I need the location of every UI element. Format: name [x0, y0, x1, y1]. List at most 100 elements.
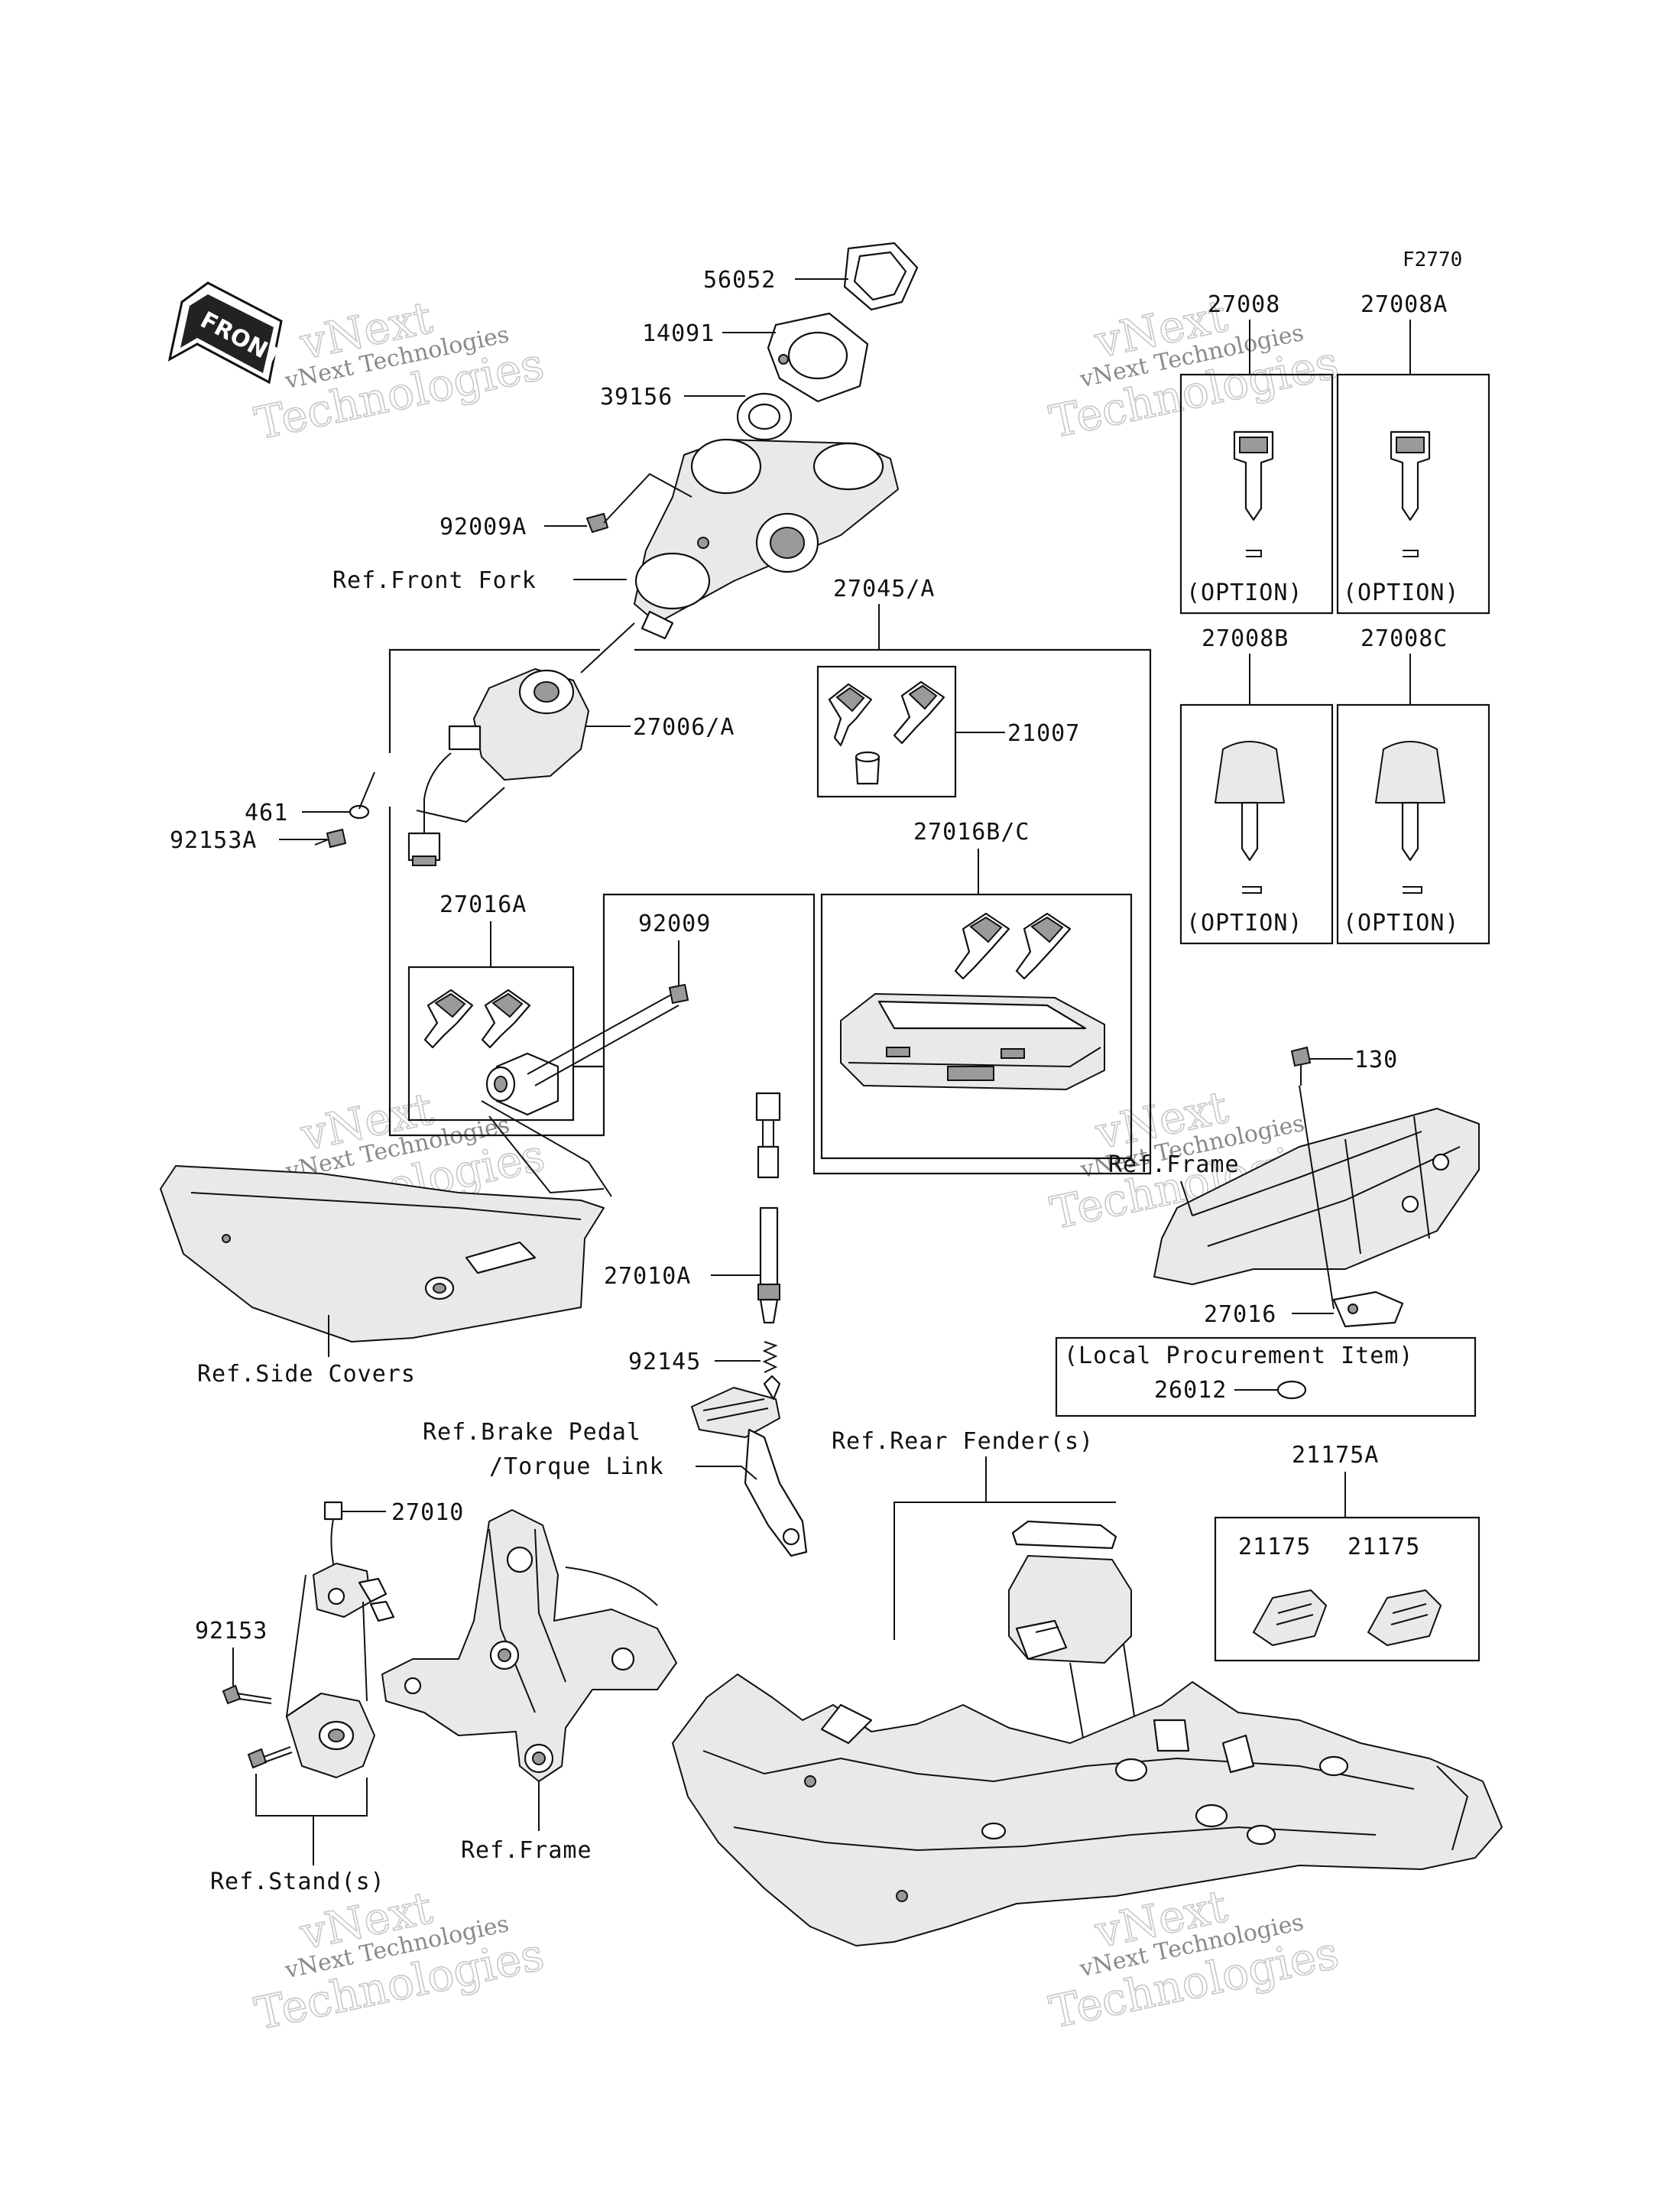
leader-92009A-to-head	[603, 472, 692, 524]
rear-frame-body	[672, 1674, 1503, 1946]
label-torque-link: /Torque Link	[489, 1453, 664, 1480]
key-27016BC-a	[954, 912, 1010, 980]
label-92009: 92009	[638, 911, 711, 937]
leader-ref-frame-right	[1180, 1180, 1193, 1216]
label-27045A: 27045/A	[833, 576, 935, 602]
label-92009A: 92009A	[439, 514, 527, 541]
side-cover	[160, 1165, 605, 1343]
leader-ref-brake-pedal	[696, 1466, 757, 1480]
ecu-cover	[1008, 1520, 1132, 1664]
brake-pedal	[691, 1375, 808, 1557]
label-27008A: 27008A	[1361, 291, 1448, 318]
key-27016BC-b	[1015, 912, 1072, 980]
cover-21175-2	[1367, 1589, 1442, 1646]
box-21175A	[1214, 1516, 1481, 1662]
leader-ecu-to-frame-a	[1069, 1662, 1086, 1752]
key-21007-b	[893, 680, 945, 745]
label-21175A: 21175A	[1292, 1442, 1379, 1469]
bolt-130	[1290, 1046, 1312, 1086]
label-ref-rear-fender: Ref.Rear Fender(s)	[832, 1428, 1094, 1455]
label-ref-side-covers: Ref.Side Covers	[197, 1361, 416, 1388]
label-27010A: 27010A	[604, 1263, 691, 1290]
bolt-92009	[527, 983, 689, 1086]
leader-lock-to-cover	[481, 1100, 612, 1197]
ignition-switch-27006A	[407, 668, 589, 866]
option-27008B: 27008B (OPTION)	[1179, 625, 1334, 945]
lock-27016A	[485, 1052, 559, 1116]
label-ref-brake-pedal: Ref.Brake Pedal	[423, 1419, 641, 1446]
keyset-frame-right	[388, 648, 1152, 1175]
main-frame	[381, 1509, 677, 1782]
label-27008B: 27008B	[1202, 625, 1289, 652]
box-local-procurement	[1055, 1336, 1477, 1417]
watermark-top-right: vNext vNext Technologies Technologies	[1045, 289, 1344, 449]
label-27016A: 27016A	[439, 891, 527, 918]
leader-27016-up	[1299, 1085, 1335, 1310]
label-92153: 92153	[195, 1618, 268, 1644]
leader-ref-stands	[255, 1774, 368, 1817]
cover-56052	[843, 242, 919, 311]
label-ref-frame-right: Ref.Frame	[1108, 1151, 1240, 1178]
leader-461-up	[358, 771, 375, 810]
option-27008C: 27008C (OPTION)	[1336, 625, 1490, 945]
key-27016A-b	[481, 989, 531, 1049]
spring-92145	[762, 1341, 778, 1373]
cover-14091	[767, 312, 869, 403]
lock-cylinder-21007	[855, 751, 881, 785]
label-ref-front-fork: Ref.Front Fork	[332, 567, 537, 594]
label-27008B-option: (OPTION)	[1186, 910, 1303, 937]
label-ref-stands: Ref.Stand(s)	[210, 1868, 385, 1895]
figure-code: F2770	[1403, 248, 1462, 271]
label-130: 130	[1354, 1047, 1398, 1073]
bolt-92153A	[314, 828, 347, 849]
label-27010: 27010	[391, 1499, 464, 1526]
steering-stem-head	[634, 438, 899, 640]
watermark-top-left: vNext vNext Technologies Technologies	[250, 291, 549, 450]
label-27008: 27008	[1208, 291, 1280, 318]
key-27016A-a	[423, 989, 474, 1049]
bolt-92153	[222, 1684, 272, 1705]
leader-27006A-wire	[416, 787, 505, 823]
leader-27006A-from-head	[580, 622, 635, 674]
cover-21175-1	[1253, 1589, 1327, 1646]
leader-27010-stand	[285, 1574, 322, 1719]
ecu-27016BC	[840, 993, 1105, 1090]
leader-27010-stand-b	[362, 1601, 368, 1702]
label-56052: 56052	[703, 267, 776, 294]
option-27008: 27008 (OPTION)	[1179, 291, 1334, 615]
leader-ref-rear-fender	[894, 1502, 986, 1640]
label-27008A-option: (OPTION)	[1343, 580, 1460, 606]
option-27008A: 27008A (OPTION)	[1336, 291, 1490, 615]
label-21175-1: 21175	[1238, 1534, 1311, 1560]
label-27008C-option: (OPTION)	[1343, 910, 1460, 937]
label-ref-frame: Ref.Frame	[461, 1837, 592, 1864]
label-local-procurement: (Local Procurement Item)	[1064, 1343, 1413, 1369]
label-461: 461	[245, 800, 288, 826]
label-27016BC: 27016B/C	[913, 819, 1030, 846]
label-27008C: 27008C	[1361, 625, 1448, 652]
box-27016BC	[820, 893, 1133, 1160]
grommet-39156	[736, 392, 793, 441]
label-21007: 21007	[1007, 720, 1080, 747]
switch-27010A	[755, 1092, 781, 1324]
ecu-bracket-27016	[1332, 1291, 1404, 1328]
plug-26012	[1276, 1380, 1307, 1400]
label-26012: 26012	[1154, 1377, 1227, 1404]
key-21007-a	[828, 683, 873, 747]
label-14091: 14091	[642, 320, 715, 347]
label-21175-2: 21175	[1348, 1534, 1420, 1560]
label-27008-option: (OPTION)	[1186, 580, 1303, 606]
front-arrow-icon: FRONT	[167, 281, 286, 385]
bolt-92153-b	[247, 1746, 293, 1769]
label-92145: 92145	[628, 1349, 701, 1375]
label-39156: 39156	[600, 384, 673, 411]
bolt-92009A	[585, 512, 609, 534]
label-27006A: 27006/A	[633, 714, 735, 741]
label-92153A: 92153A	[170, 827, 257, 854]
label-27016: 27016	[1204, 1301, 1276, 1328]
keyset-frame	[388, 648, 600, 753]
switch-27010	[313, 1501, 395, 1622]
leader-27016A-to-cover	[488, 1115, 605, 1194]
stand-bracket	[286, 1693, 375, 1778]
